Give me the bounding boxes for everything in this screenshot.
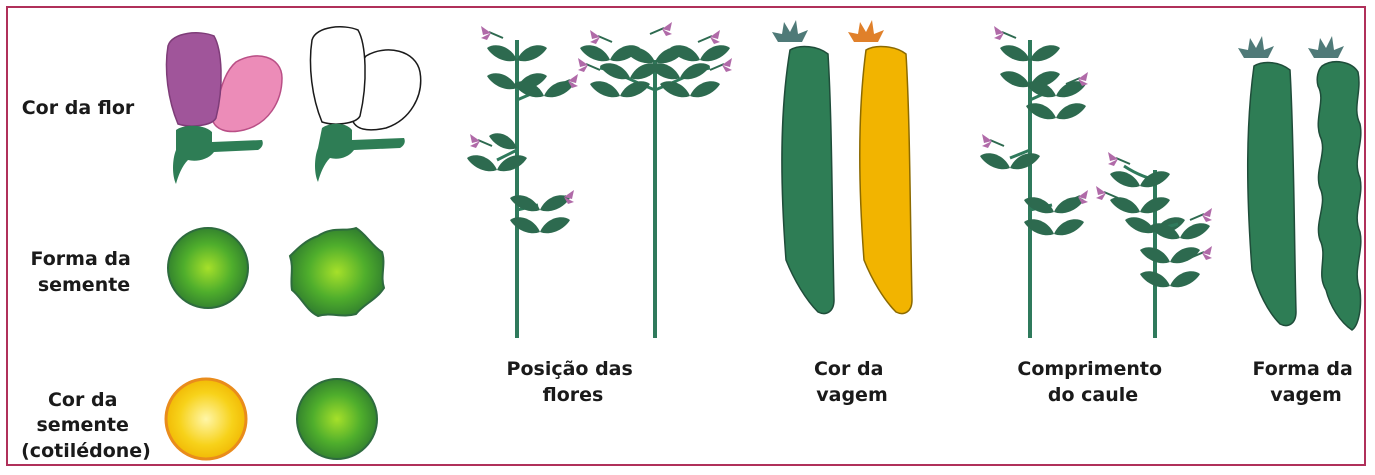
label-seed-shape: Forma da semente bbox=[31, 248, 138, 296]
yellow-pod bbox=[848, 20, 913, 315]
round-green-seed bbox=[167, 227, 249, 309]
white-flower bbox=[309, 26, 422, 182]
smooth-pod bbox=[1238, 36, 1297, 327]
label-pod-color: Cor da vagem bbox=[814, 358, 890, 406]
terminal-flower-plant bbox=[577, 21, 733, 338]
wrinkled-green-seed bbox=[288, 226, 386, 318]
yellow-seed bbox=[164, 377, 248, 461]
label-seed-color: Cor da semente (cotilédone) bbox=[21, 389, 151, 462]
label-stem-length: Comprimento do caule bbox=[1017, 358, 1168, 406]
green-seed bbox=[296, 378, 378, 460]
short-stem-plant bbox=[1095, 151, 1213, 338]
axial-flower-plant bbox=[467, 25, 579, 338]
tall-stem-plant bbox=[980, 25, 1089, 338]
label-flower-color: Cor da flor bbox=[22, 97, 135, 119]
label-flower-position: Posição das flores bbox=[507, 358, 640, 406]
purple-flower bbox=[165, 32, 283, 184]
constricted-pod bbox=[1308, 36, 1362, 331]
green-pod bbox=[772, 20, 835, 315]
label-pod-shape: Forma da vagem bbox=[1253, 358, 1360, 406]
